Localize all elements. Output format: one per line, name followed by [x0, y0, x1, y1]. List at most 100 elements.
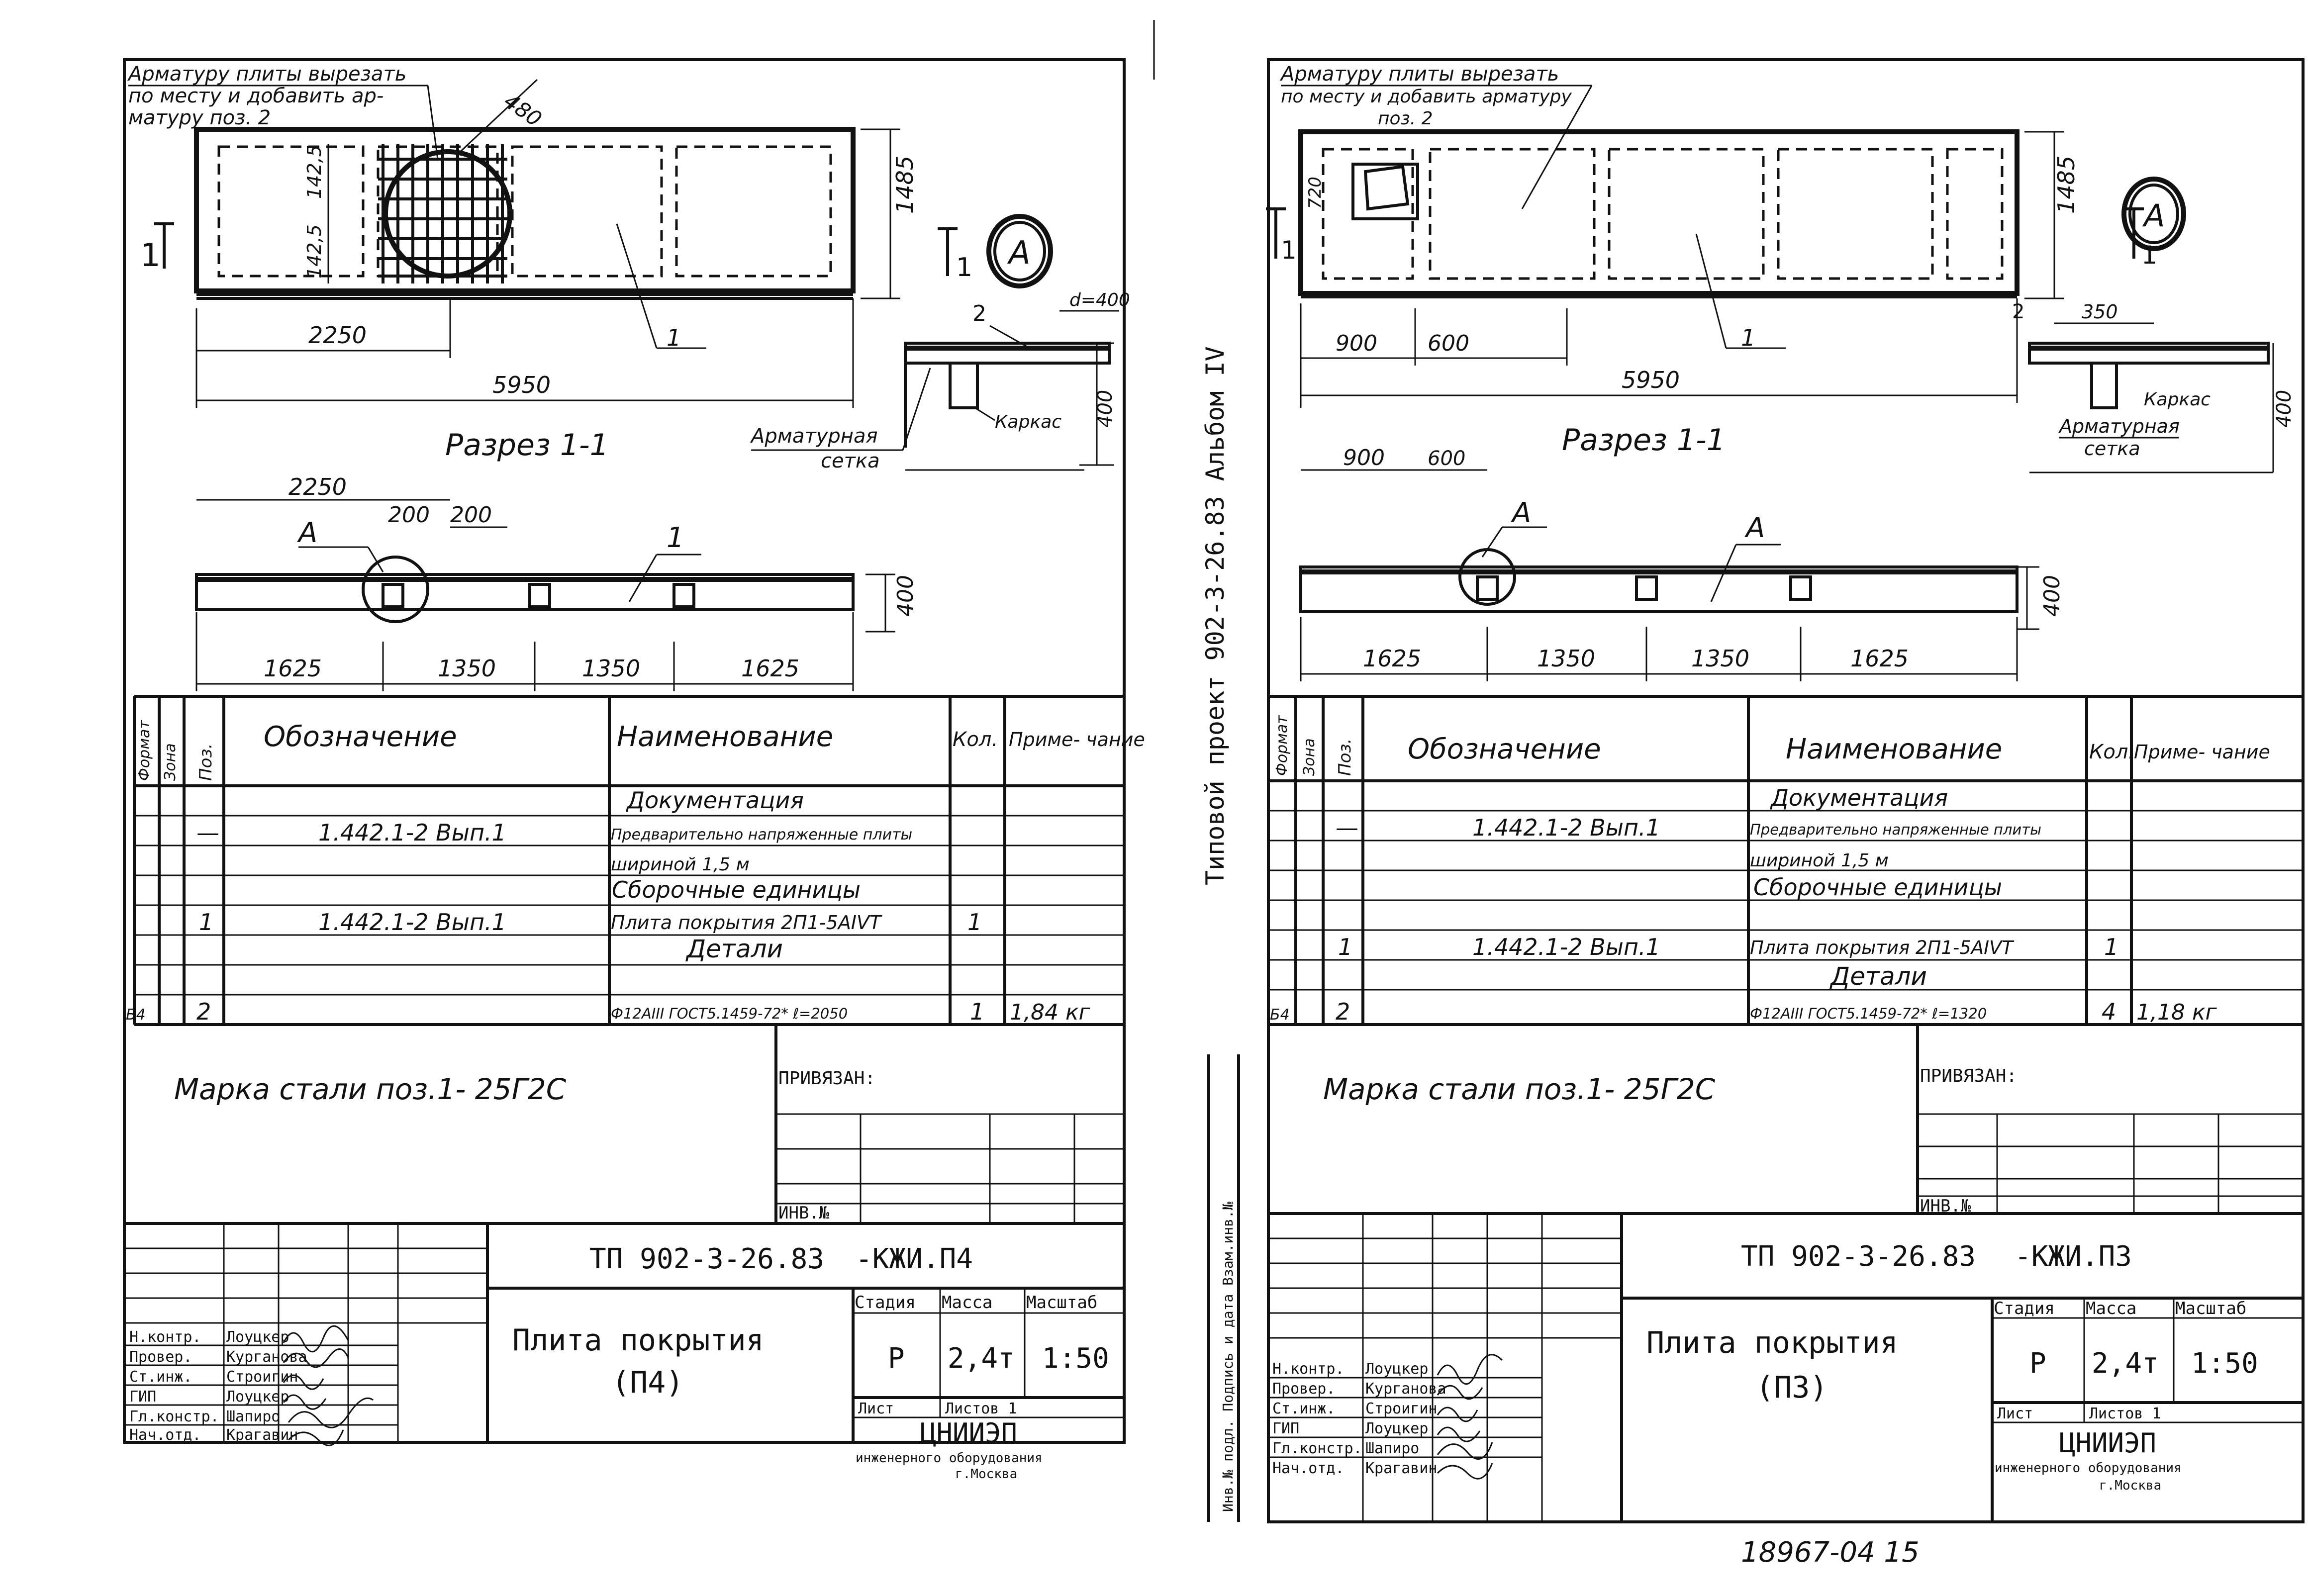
spec-qty: 4: [2102, 998, 2116, 1025]
opening-shape: [1363, 165, 1410, 211]
sheet-right: Арматуру плиты вырезать по месту и добав…: [1266, 58, 2305, 1523]
section-mark-left: 1: [1281, 236, 1297, 265]
node-karkas: Каркас: [995, 412, 1061, 432]
spec-name: Предварительно напряженные плиты: [1750, 821, 2041, 838]
spec-name: Плита покрытия 2П1-5АIVТ: [611, 912, 882, 934]
spec-qty: 1: [967, 909, 982, 936]
section-label-1: 1: [667, 522, 684, 554]
cut-note-line: по месту и добавить арматуру: [1281, 87, 1572, 107]
section-title: Разрез 1-1: [1562, 423, 1726, 458]
node-setka: Арматурная: [2058, 415, 2180, 437]
dim-200: 200: [388, 502, 430, 528]
section-label-a: А: [297, 517, 317, 549]
specification-table: Формат Зона Поз. Обозначение Наименовани…: [1268, 695, 2303, 1026]
dim-1485: 1485: [2053, 156, 2080, 214]
dim-600: 600: [1428, 331, 1469, 356]
detail-mark: А: [1007, 235, 1031, 272]
cut-note-line: по месту и добавить ар-: [128, 85, 384, 107]
signature-mark: [283, 1325, 349, 1353]
spec-name: шириной 1,5 м: [611, 854, 750, 875]
section-mark-left: 1: [140, 237, 161, 274]
spec-header-pos: Поз.: [1335, 739, 1355, 776]
scale-value: 1:50: [1042, 1342, 1109, 1375]
title-block: ТП 902-3-26.83 -КЖИ.П3 Плита покрытия (П…: [1268, 1212, 2303, 1522]
inv-no-label: ИНВ.№: [778, 1203, 830, 1223]
sign-name: Крагавин: [226, 1426, 298, 1444]
drawing-title: Плита покрытия: [1646, 1325, 1898, 1360]
steel-grade-note: Марка стали поз.1- 25Г2С: [174, 1072, 567, 1106]
sign-name: Строигин: [1365, 1400, 1438, 1417]
spec-name: Ф12АIII ГОСТ5.1459-72* ℓ=1320: [1750, 1005, 1987, 1022]
spec-header-note: Приме- чание: [1009, 729, 1145, 751]
spec-qty: 1: [970, 998, 984, 1025]
spec-header-designation: Обозначение: [1408, 733, 1601, 765]
cut-note-line: матуру поз. 2: [128, 106, 271, 129]
spec-name: Ф12АIII ГОСТ5.1459-72* ℓ=2050: [611, 1005, 848, 1022]
sign-name: Курганова: [226, 1348, 307, 1366]
doc-code: ТП 902-3-26.83: [1741, 1240, 1976, 1273]
node-setka: сетка: [2084, 438, 2140, 460]
privyazan-label: ПРИВЯЗАН:: [778, 1068, 875, 1089]
sign-name: Крагавин: [1365, 1460, 1438, 1477]
spec-designation: 1.442.1-2 Вып.1: [318, 909, 506, 936]
dim-600: 600: [1428, 447, 1465, 470]
spec-note: 1,84 кг: [1010, 1000, 1091, 1025]
cut-note-line: Арматуру плиты вырезать: [127, 63, 406, 86]
sign-role: Нач.отд.: [129, 1426, 201, 1444]
sheets-count: Листов 1: [2089, 1405, 2161, 1422]
col-stage: Стадия: [855, 1293, 916, 1313]
sign-role: ГИП: [1272, 1420, 1299, 1437]
col-mass: Масса: [2086, 1299, 2136, 1318]
sign-role: Гл.констр.: [129, 1408, 219, 1425]
signature-mark: [1437, 1385, 1483, 1400]
stage-value: Р: [888, 1342, 905, 1375]
dim-bottom: 1350: [438, 655, 496, 682]
org-city: г.Москва: [955, 1467, 1017, 1482]
sign-role: Ст.инж.: [1272, 1400, 1335, 1417]
spec-format: Б4: [126, 1006, 146, 1024]
spine-side-label: Инв.№ подл. Подпись и дата Взам.инв.№: [1220, 1202, 1236, 1512]
col-mass: Масса: [942, 1293, 992, 1313]
dim-720: 720: [1305, 177, 1325, 209]
doc-code-suffix: -КЖИ.П3: [2015, 1240, 2132, 1273]
spec-qty: 1: [2104, 934, 2118, 960]
org-name-line2: инженерного оборудования: [856, 1451, 1043, 1466]
spec-name: Предварительно напряженные плиты: [611, 826, 912, 844]
slab-outline: [194, 127, 856, 293]
specification-table: Формат Зона Поз. Обозначение Наименовани…: [126, 695, 1145, 1026]
sign-role: Ст.инж.: [129, 1368, 192, 1386]
sheet-left: Арматуру плиты вырезать по месту и добав…: [123, 58, 1145, 1482]
spec-designation: 1.442.1-2 Вып.1: [1472, 934, 1660, 960]
dim-bottom: 1625: [741, 655, 799, 682]
org-name: ЦНИИЭП: [920, 1417, 1017, 1449]
binding-block: ПРИВЯЗАН: ИНВ.№: [774, 1025, 1124, 1223]
sheet-frame: [123, 58, 1126, 1444]
spec-header-designation: Обозначение: [264, 721, 457, 753]
cut-note: Арматуру плиты вырезать по месту и добав…: [1279, 63, 1593, 209]
sign-role: ГИП: [129, 1388, 156, 1406]
dim-bottom: 1625: [1363, 645, 1421, 672]
spec-section-docs: Документация: [1770, 784, 1948, 811]
sheets-count: Листов 1: [945, 1400, 1017, 1417]
sign-name: Строигин: [226, 1368, 298, 1386]
spec-pos: 2: [1336, 998, 1350, 1025]
dim-5950: 5950: [1622, 367, 1680, 393]
dim-bottom: 1350: [1537, 645, 1595, 672]
signature-mark: [1437, 1442, 1493, 1460]
sign-name: Шапиро: [226, 1408, 280, 1425]
spec-header-note: Приме- чание: [2134, 741, 2270, 763]
dim-bottom: 1625: [1850, 645, 1909, 672]
detail-node-a: А d=400 2 400 Каркас Арматурная сетка: [750, 214, 1130, 472]
sheet-frame: [1267, 58, 2305, 1523]
dim-bottom: 1625: [264, 655, 322, 682]
sign-role: Провер.: [129, 1348, 192, 1366]
sign-name: Лоуцкер: [1365, 1420, 1428, 1437]
sheet-label: Лист: [1997, 1405, 2033, 1422]
dim-bottom: 1350: [582, 655, 640, 682]
spec-format: Б4: [1270, 1006, 1290, 1024]
dim-1485: 1485: [891, 156, 918, 214]
dim-bottom: 1350: [1691, 645, 1749, 672]
section-mark-right: 1: [956, 253, 972, 282]
org-name: ЦНИИЭП: [2059, 1427, 2156, 1459]
